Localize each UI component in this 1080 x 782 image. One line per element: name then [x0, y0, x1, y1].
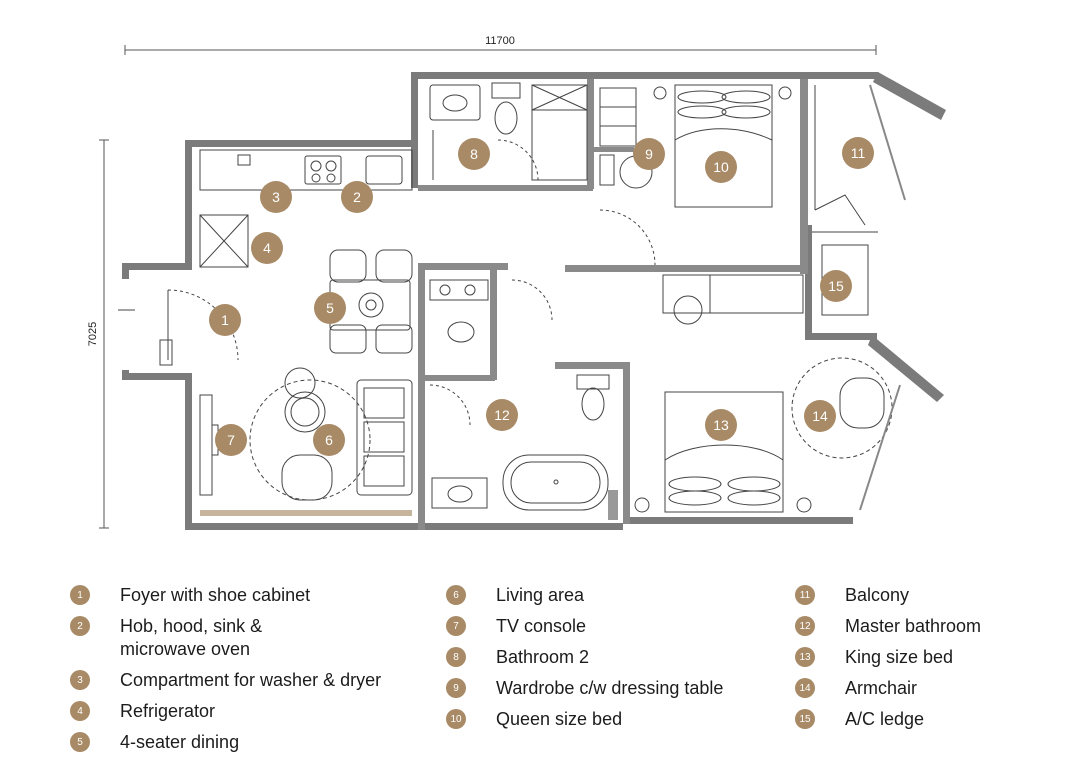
width-label: 11700: [485, 35, 515, 47]
marker-6: 6: [313, 424, 345, 456]
legend-number: 15: [795, 709, 815, 729]
legend-number: 9: [446, 678, 466, 698]
marker-13: 13: [705, 409, 737, 441]
marker-3: 3: [260, 181, 292, 213]
svg-text:6: 6: [325, 432, 333, 448]
legend-item-9: 9 Wardrobe c/w dressing table: [446, 677, 776, 700]
dimension-height: 7025: [87, 139, 109, 529]
wardrobe-fixtures: [599, 87, 656, 266]
kitchen-counter: [199, 149, 413, 268]
king-bed: [634, 274, 812, 513]
legend-label: Bathroom 2: [496, 647, 590, 667]
legend-number: 2: [70, 616, 90, 636]
legend-item-7: 7 TV console: [446, 615, 776, 638]
legend-label: Foyer with shoe cabinet: [120, 585, 311, 605]
svg-text:14: 14: [812, 408, 828, 424]
legend-label: Refrigerator: [120, 701, 216, 721]
legend-item-14: 14 Armchair: [795, 677, 1055, 700]
dimension-width: 11700: [124, 35, 877, 55]
legend-label: King size bed: [845, 647, 954, 667]
marker-2: 2: [341, 181, 373, 213]
svg-text:9: 9: [645, 146, 653, 162]
svg-text:4: 4: [263, 240, 271, 256]
marker-10: 10: [705, 151, 737, 183]
svg-text:8: 8: [470, 146, 478, 162]
master-bathroom-fixtures: [429, 279, 610, 511]
legend-item-11: 11 Balcony: [795, 584, 1055, 607]
legend-item-12: 12 Master bathroom: [795, 615, 1055, 638]
svg-text:12: 12: [494, 407, 510, 423]
legend-column-3: 11 Balcony 12 Master bathroom 13 King size …: [795, 584, 1055, 739]
marker-11: 11: [842, 137, 874, 169]
legend-number: 14: [795, 678, 815, 698]
legend-column-2: 6 Living area 7 TV console 8 Bathroom 2 9 Wa…: [446, 584, 776, 739]
legend-item-8: 8 Bathroom 2: [446, 646, 776, 669]
bathroom-2-fixtures: [429, 82, 588, 181]
legend-label: Master bathroom: [845, 616, 982, 636]
svg-text:7: 7: [227, 432, 235, 448]
living-furniture: [199, 367, 413, 501]
floor-plan: 11700 7025: [87, 35, 946, 530]
legend-number: 7: [446, 616, 466, 636]
exterior-walls: [122, 72, 946, 530]
svg-text:10: 10: [713, 159, 729, 175]
legend-number: 10: [446, 709, 466, 729]
marker-12: 12: [486, 399, 518, 431]
legend-label: Queen size bed: [496, 709, 623, 729]
marker-4: 4: [251, 232, 283, 264]
svg-text:5: 5: [326, 300, 334, 316]
legend-number: 4: [70, 701, 90, 721]
legend-item-1: 1 Foyer with shoe cabinet: [70, 584, 430, 607]
legend-item-2: 2 Hob, hood, sink & microwave oven: [70, 615, 430, 661]
legend-number: 12: [795, 616, 815, 636]
legend-number: 3: [70, 670, 90, 690]
queen-bed: [653, 84, 792, 208]
svg-text:1: 1: [221, 312, 229, 328]
legend-item-6: 6 Living area: [446, 584, 776, 607]
legend-number: 6: [446, 585, 466, 605]
interior-walls: [418, 79, 808, 530]
legend-number: 5: [70, 732, 90, 752]
legend-item-13: 13 King size bed: [795, 646, 1055, 669]
legend-label: Compartment for washer & dryer: [120, 670, 382, 690]
height-label: 7025: [87, 322, 99, 346]
svg-text:2: 2: [353, 189, 361, 205]
legend-label: TV console: [496, 616, 587, 636]
legend-number: 8: [446, 647, 466, 667]
legend-label: 4-seater dining: [120, 732, 240, 752]
marker-8: 8: [458, 138, 490, 170]
svg-text:15: 15: [828, 278, 844, 294]
legend-label: Hob, hood, sink & microwave oven: [120, 616, 263, 659]
svg-text:11: 11: [851, 145, 866, 161]
svg-text:3: 3: [272, 189, 280, 205]
legend-item-3: 3 Compartment for washer & dryer: [70, 669, 430, 692]
marker-9: 9: [633, 138, 665, 170]
legend-item-15: 15 A/C ledge: [795, 708, 1055, 731]
marker-15: 15: [820, 270, 852, 302]
marker-7: 7: [215, 424, 247, 456]
marker-5: 5: [314, 292, 346, 324]
marker-14: 14: [804, 400, 836, 432]
legend-label: Balcony: [845, 585, 910, 605]
legend-label: Wardrobe c/w dressing table: [496, 678, 724, 698]
legend-column-1: 1 Foyer with shoe cabinet 2 Hob, hood, sin…: [70, 584, 430, 762]
armchair: [791, 357, 901, 511]
marker-1: 1: [209, 304, 241, 336]
legend-item-4: 4 Refrigerator: [70, 700, 430, 723]
legend-label: Living area: [496, 585, 585, 605]
legend-number: 13: [795, 647, 815, 667]
legend-number: 1: [70, 585, 90, 605]
legend-number: 11: [795, 585, 815, 605]
legend-item-10: 10 Queen size bed: [446, 708, 776, 731]
legend-label: A/C ledge: [845, 709, 925, 729]
legend-item-5: 5 4-seater dining: [70, 731, 430, 754]
legend-label: Armchair: [845, 678, 918, 698]
svg-text:13: 13: [713, 417, 729, 433]
